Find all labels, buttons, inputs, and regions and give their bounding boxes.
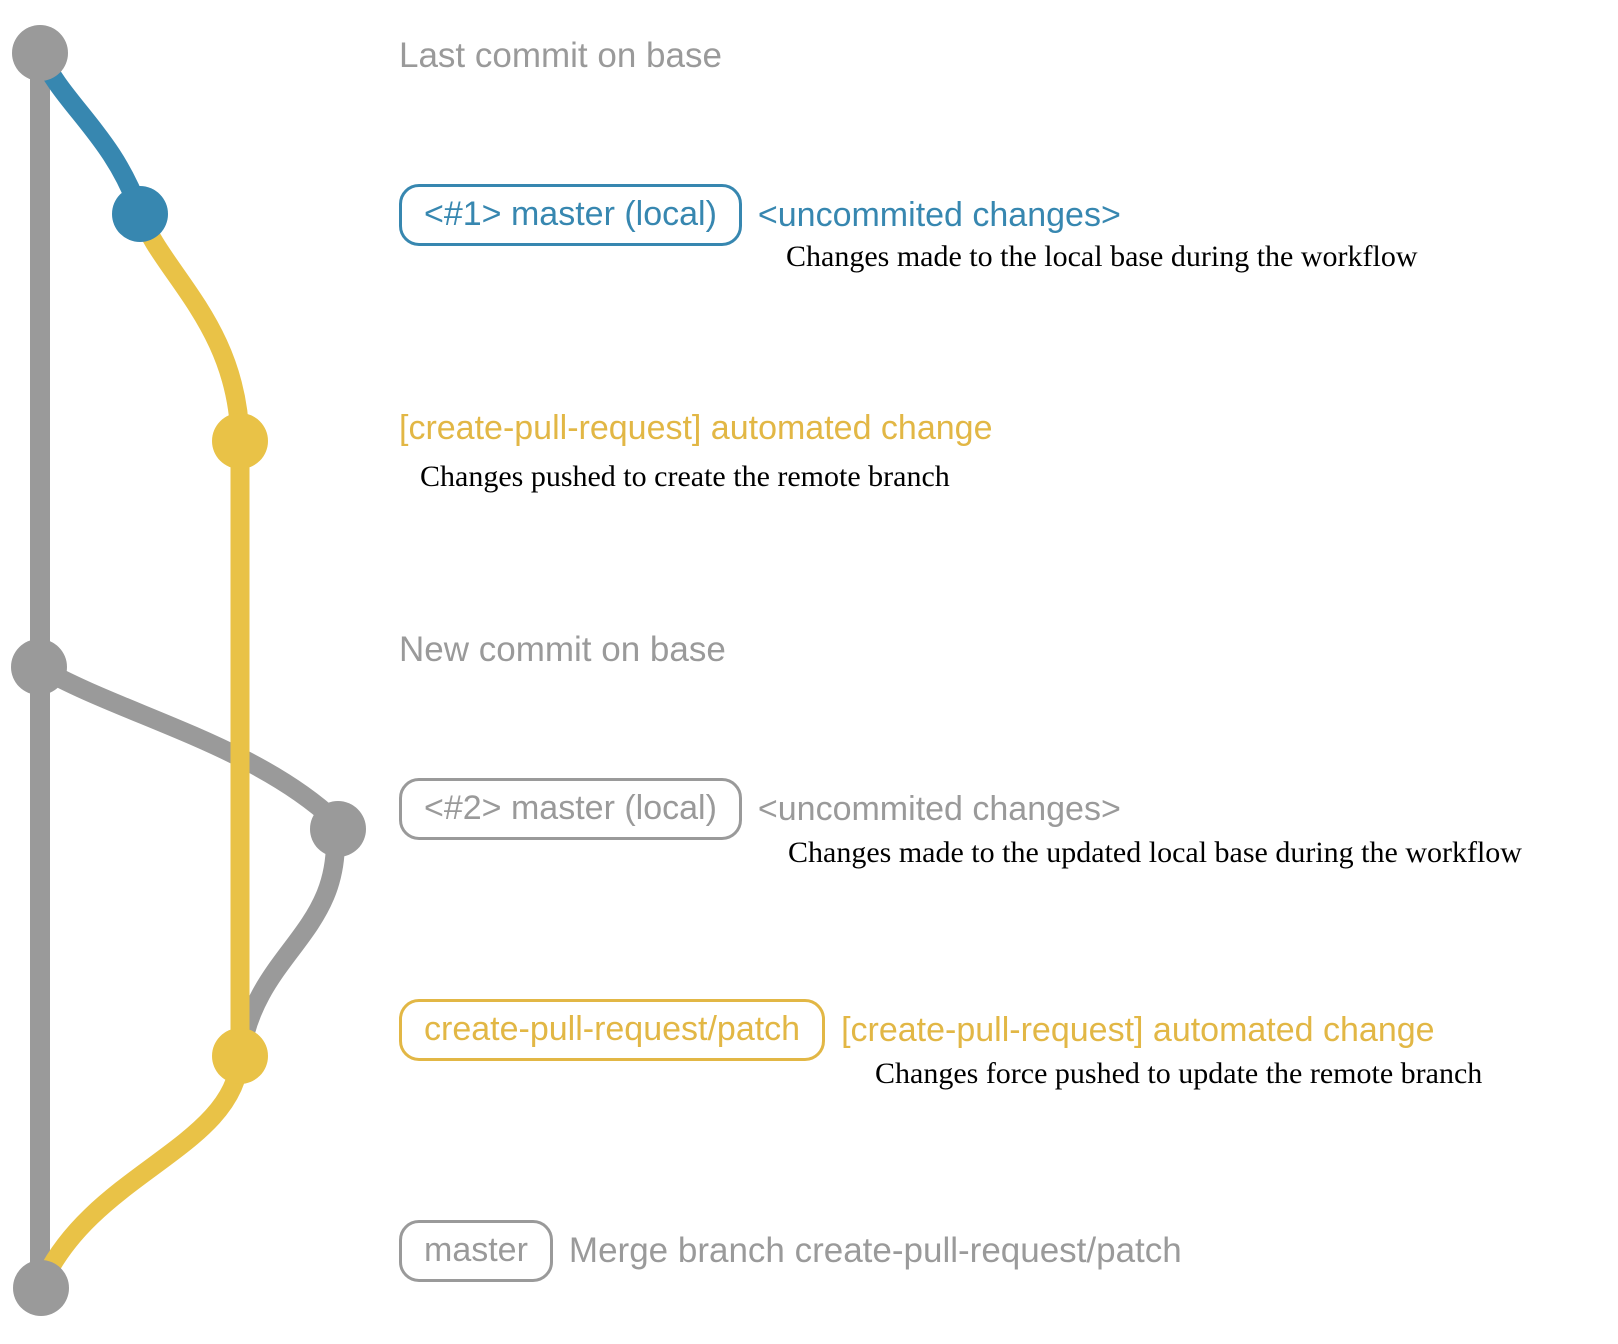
row-merge: master Merge branch create-pull-request/…: [399, 1220, 1182, 1282]
row-local-1: <#1> master (local) <uncommited changes>: [399, 184, 1121, 246]
badge-patch-branch: create-pull-request/patch: [399, 999, 826, 1061]
desc-pushed: Changes pushed to create the remote bran…: [420, 460, 950, 493]
caption-merge: Merge branch create-pull-request/patch: [568, 1231, 1182, 1270]
commit-node-local-2: [310, 801, 366, 857]
commit-node-patch-1: [212, 413, 268, 469]
badge-master-local-1: <#1> master (local): [399, 184, 742, 246]
caption-new-commit: New commit on base: [399, 630, 726, 669]
desc-force-pushed: Changes force pushed to update the remot…: [875, 1057, 1483, 1090]
base-update-curve: [29, 657, 345, 1062]
commit-node-local-1: [112, 186, 168, 242]
desc-local-changes-2: Changes made to the updated local base d…: [788, 836, 1522, 869]
row-patch-2: create-pull-request/patch [create-pull-r…: [399, 999, 1435, 1061]
badge-master-local-2: <#2> master (local): [399, 778, 742, 840]
commit-node-merge: [13, 1260, 69, 1316]
badge-master: master: [399, 1220, 553, 1282]
note-automated-1: [create-pull-request] automated change: [399, 409, 993, 447]
commit-node-last-base: [12, 25, 68, 81]
note-uncommited-1: <uncommited changes>: [757, 195, 1121, 234]
commit-node-patch-2: [212, 1028, 268, 1084]
desc-local-changes-1: Changes made to the local base during th…: [786, 240, 1418, 273]
note-automated-2: [create-pull-request] automated change: [841, 1010, 1435, 1049]
commit-node-new-base: [11, 639, 67, 695]
note-uncommited-2: <uncommited changes>: [757, 789, 1121, 828]
caption-last-commit: Last commit on base: [399, 36, 722, 75]
row-local-2: <#2> master (local) <uncommited changes>: [399, 778, 1121, 840]
